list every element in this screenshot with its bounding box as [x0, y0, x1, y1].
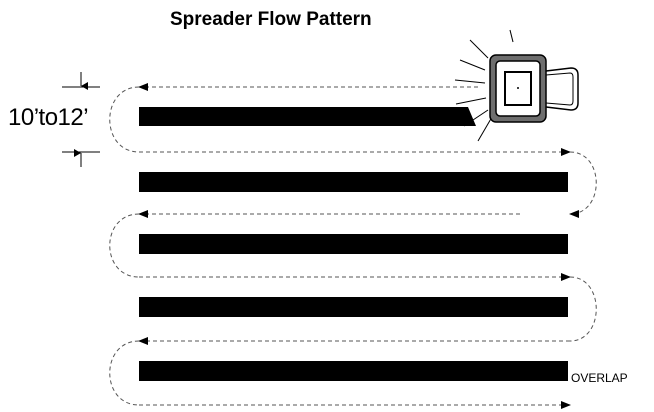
swath-4 [139, 297, 568, 317]
swath-width-label: 10’to12’ [8, 104, 89, 131]
overlap-label: OVERLAP [571, 371, 628, 385]
turn-arc-right-2 [569, 276, 597, 342]
swath-3 [139, 234, 568, 254]
swath-1 [139, 107, 476, 126]
spreader-handle [545, 67, 579, 111]
swath-2 [139, 172, 568, 192]
spreader-hopper-center [517, 87, 519, 89]
spreader-icon [454, 29, 579, 142]
swath-group [139, 107, 568, 381]
spray-lines [454, 29, 514, 142]
swath-5 [139, 361, 568, 381]
turn-arc-left-1 [109, 86, 140, 153]
diagram-title: Spreader Flow Pattern [170, 9, 372, 30]
turn-arc-left-3 [109, 340, 140, 406]
width-dimension [62, 72, 100, 167]
turn-arc-right-1 [569, 151, 597, 218]
travel-path-group [109, 83, 597, 409]
turn-arc-left-2 [109, 213, 140, 278]
